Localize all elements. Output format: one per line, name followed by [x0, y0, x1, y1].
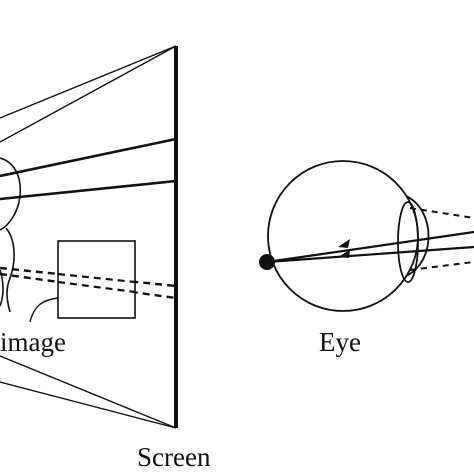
eye-dashed-upper: [409, 207, 474, 219]
arrowhead-lower: [338, 250, 350, 258]
frustum-bottom-line-2: [0, 381, 177, 429]
screen-ray-lower: [0, 179, 177, 201]
image-leader-line: [29, 297, 59, 323]
head-arc: [0, 157, 22, 231]
eyeball: [267, 160, 419, 312]
screen-ray-upper: [0, 137, 177, 178]
projected-image-box: [57, 240, 136, 319]
body-curve-1: [5, 227, 15, 313]
retina-point: [259, 254, 275, 270]
eye-label: Eye: [319, 327, 361, 357]
dashed-through-box-lower: [57, 280, 136, 294]
dashed-through-box-upper: [57, 272, 136, 284]
frustum-top-line-1: [0, 45, 177, 119]
frustum-top-line-2: [0, 45, 177, 143]
arrowhead-upper: [338, 239, 350, 248]
eye-ray-upper: [266, 230, 474, 264]
frustum-bottom-line-1: [0, 355, 177, 429]
eye-ray-lower: [266, 245, 474, 264]
screen-label: Screen: [137, 442, 211, 472]
image-label: image: [0, 327, 66, 357]
